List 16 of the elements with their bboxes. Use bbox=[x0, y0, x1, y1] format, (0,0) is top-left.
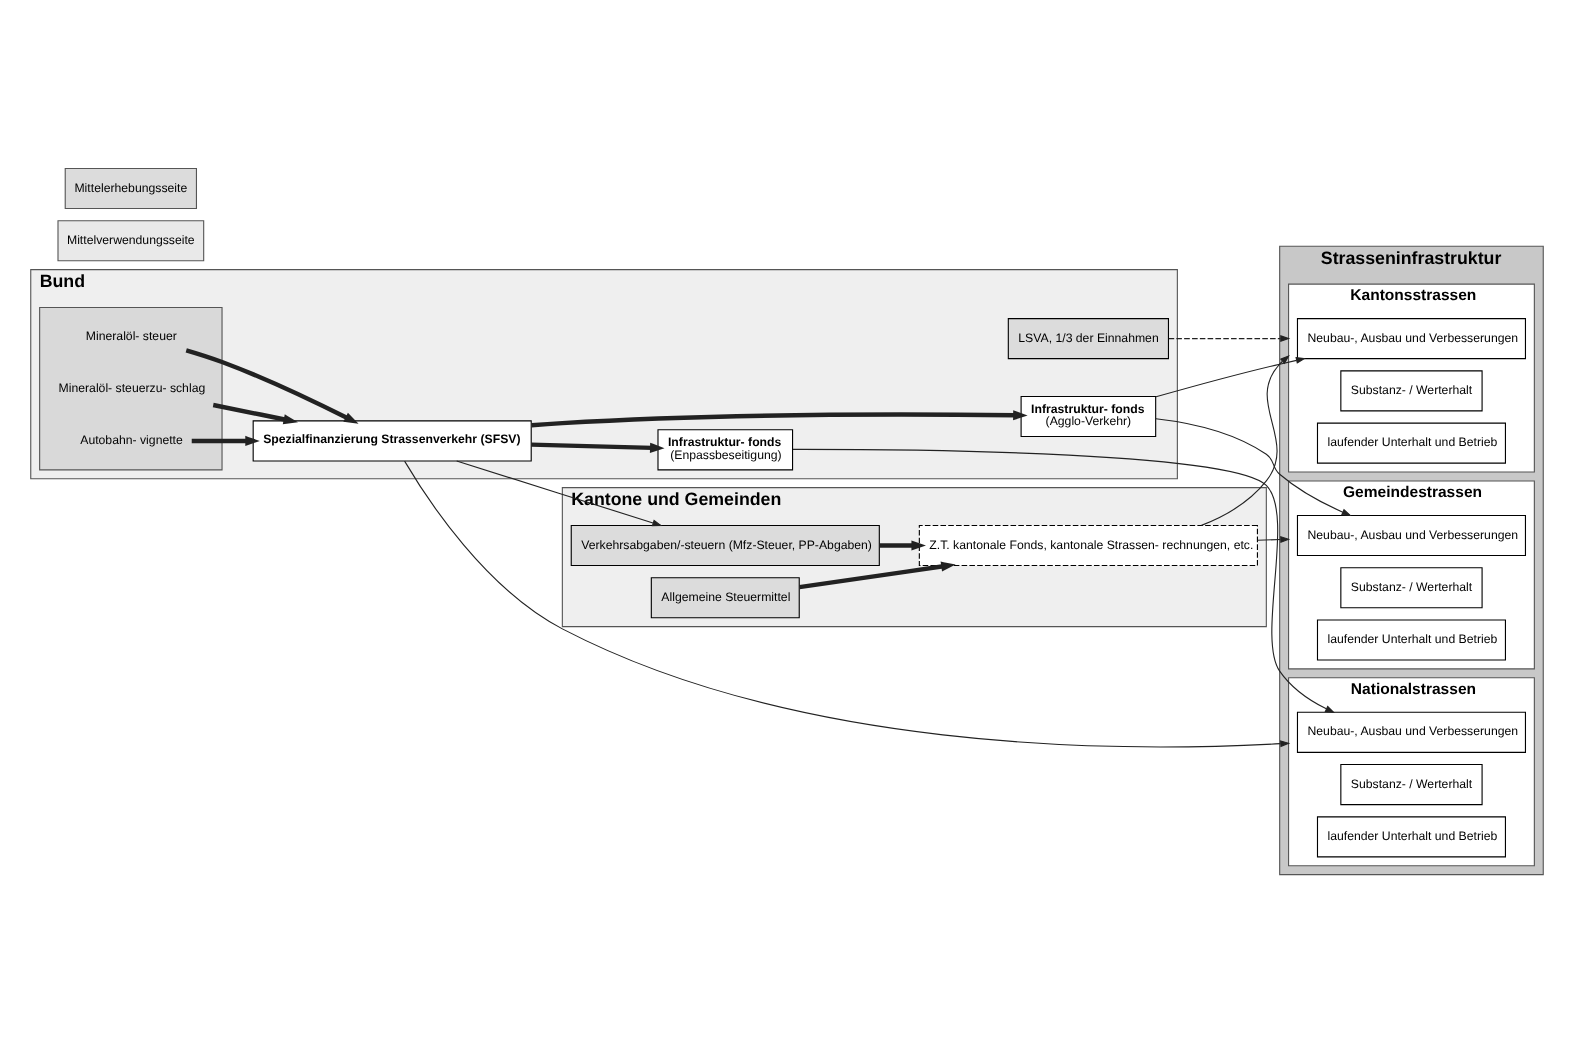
arrow bbox=[185, 348, 359, 424]
arrow bbox=[1155, 357, 1306, 398]
arrow bbox=[531, 442, 665, 453]
arrow bbox=[799, 561, 956, 590]
cluster bbox=[39, 306, 223, 471]
arrow bbox=[191, 435, 260, 446]
arrow bbox=[531, 410, 1028, 428]
arrow bbox=[1200, 355, 1290, 526]
arrow bbox=[1168, 335, 1291, 343]
arrow bbox=[792, 448, 1336, 713]
arrow bbox=[1155, 418, 1352, 516]
arrow bbox=[1256, 536, 1291, 543]
arrow bbox=[879, 540, 926, 551]
arrow bbox=[212, 402, 298, 425]
arrow bbox=[404, 460, 1291, 748]
arrow bbox=[456, 460, 663, 527]
